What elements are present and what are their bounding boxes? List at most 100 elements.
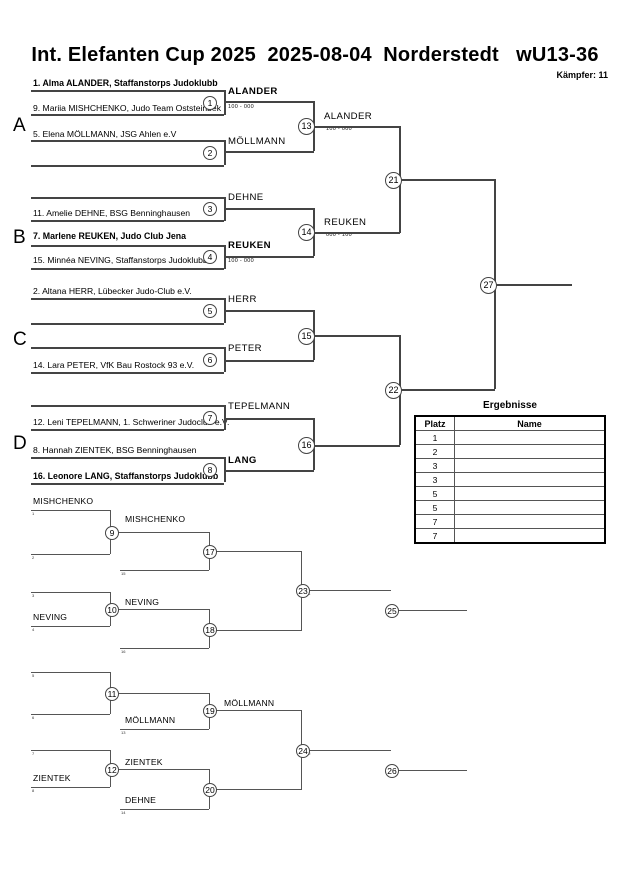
- entrant-rule: [31, 165, 224, 167]
- match-winner-8: LANG: [228, 455, 257, 466]
- bracket-connector: [224, 457, 226, 482]
- bracket-connector: [224, 310, 314, 312]
- match-node-19[interactable]: 19: [203, 704, 217, 718]
- repechage-feed-number: 3: [32, 593, 35, 598]
- match-winner-2: MÖLLMANN: [228, 136, 286, 147]
- match-node-21[interactable]: 21: [385, 172, 402, 189]
- bracket-connector: [301, 750, 391, 751]
- results-name-cell[interactable]: [454, 472, 606, 487]
- results-place-cell: 3: [414, 458, 455, 473]
- match-node-6[interactable]: 6: [203, 353, 217, 367]
- bracket-connector: [224, 151, 314, 153]
- match-node-23[interactable]: 23: [296, 584, 310, 598]
- repechage-feed-number: 6: [32, 715, 35, 720]
- table-row: 7: [414, 514, 606, 529]
- entrant-name: 7. Marlene REUKEN, Judo Club Jena: [33, 231, 187, 241]
- block-label-d: D: [13, 433, 27, 454]
- entrant-rule: [31, 90, 224, 92]
- match-node-16[interactable]: 16: [298, 437, 315, 454]
- bracket-connector: [224, 256, 314, 258]
- results-name-cell[interactable]: [454, 528, 606, 544]
- repechage-feed-label: MÖLLMANN: [125, 715, 176, 725]
- match-node-12[interactable]: 12: [105, 763, 119, 777]
- bracket-connector: [110, 609, 209, 610]
- bracket-connector: [224, 405, 226, 430]
- entrant-rule: [31, 483, 224, 485]
- bracket-connector: [399, 389, 495, 391]
- match-node-14[interactable]: 14: [298, 224, 315, 241]
- repechage-feed-number: 14: [121, 810, 126, 815]
- results-name-cell[interactable]: [454, 444, 606, 459]
- match-node-18[interactable]: 18: [203, 623, 217, 637]
- results-name-cell[interactable]: [454, 458, 606, 473]
- match-node-3[interactable]: 3: [203, 202, 217, 216]
- results-place-cell: 3: [414, 472, 455, 487]
- results-place-cell: 7: [414, 514, 455, 529]
- bracket-connector: [31, 626, 110, 627]
- bracket-connector: [31, 787, 110, 788]
- entrant-name: 14. Lara PETER, VfK Bau Rostock 93 e.V.: [33, 360, 195, 370]
- match-node-17[interactable]: 17: [203, 545, 217, 559]
- match-node-10[interactable]: 10: [105, 603, 119, 617]
- bracket-connector: [120, 809, 209, 810]
- repechage-feed-number: 5: [32, 673, 35, 678]
- repechage-feed-number: 8: [32, 788, 35, 793]
- page-title: Int. Elefanten Cup 2025 2025-08-04 Norde…: [31, 44, 599, 66]
- table-row: 3: [414, 472, 606, 487]
- table-row: 3: [414, 458, 606, 473]
- match-node-1[interactable]: 1: [203, 96, 217, 110]
- match-node-27[interactable]: 27: [480, 277, 497, 294]
- match-node-5[interactable]: 5: [203, 304, 217, 318]
- match-winner-1: ALANDER: [228, 86, 278, 97]
- repechage-feed-number: 4: [32, 627, 35, 632]
- match-node-2[interactable]: 2: [203, 146, 217, 160]
- repechage-feed-label: ZIENTEK: [33, 773, 71, 783]
- match-winner-5: HERR: [228, 294, 257, 305]
- results-name-cell[interactable]: [454, 514, 606, 529]
- results-col-place: Platz: [414, 415, 455, 431]
- match-winner-9: MISHCHENKO: [125, 514, 186, 524]
- match-node-24[interactable]: 24: [296, 744, 310, 758]
- match-node-22[interactable]: 22: [385, 382, 402, 399]
- match-node-9[interactable]: 9: [105, 526, 119, 540]
- repechage-feed-number: 7: [32, 751, 35, 756]
- entrant-rule: [31, 347, 224, 349]
- match-node-15[interactable]: 15: [298, 328, 315, 345]
- match-node-4[interactable]: 4: [203, 250, 217, 264]
- results-name-cell[interactable]: [454, 430, 606, 445]
- repechage-feed-number: 16: [121, 649, 126, 654]
- results-name-cell[interactable]: [454, 486, 606, 501]
- match-node-11[interactable]: 11: [105, 687, 119, 701]
- match-node-7[interactable]: 7: [203, 411, 217, 425]
- match-node-13[interactable]: 13: [298, 118, 315, 135]
- results-place-cell: 1: [414, 430, 455, 445]
- bracket-connector: [209, 630, 302, 631]
- repechage-feed-number: 13: [121, 730, 126, 735]
- table-row: 5: [414, 500, 606, 515]
- match-node-8[interactable]: 8: [203, 463, 217, 477]
- match-node-25[interactable]: 25: [385, 604, 399, 618]
- table-row: 2: [414, 444, 606, 459]
- match-node-26[interactable]: 26: [385, 764, 399, 778]
- bracket-connector: [209, 710, 302, 711]
- repechage-feed-number: 2: [32, 555, 35, 560]
- repechage-feed-number: 1: [32, 511, 35, 516]
- table-row: 7: [414, 528, 606, 544]
- entrant-name: 9. Mariia MISHCHENKO, Judo Team Oststein…: [33, 103, 222, 113]
- bracket-connector: [31, 672, 110, 673]
- entrant-rule: [31, 372, 224, 374]
- results-place-cell: 2: [414, 444, 455, 459]
- entrant-name: 11. Amelie DEHNE, BSG Benninghausen: [33, 208, 191, 218]
- entrant-rule: [31, 457, 224, 459]
- entrant-name: 12. Leni TEPELMANN, 1. Schweriner Judocl…: [33, 417, 230, 427]
- entrant-rule: [31, 220, 224, 222]
- match-node-20[interactable]: 20: [203, 783, 217, 797]
- bracket-connector: [110, 769, 209, 770]
- results-name-cell[interactable]: [454, 500, 606, 515]
- results-place-cell: 5: [414, 486, 455, 501]
- match-score-1: 100 - 000: [228, 104, 254, 110]
- bracket-connector: [31, 510, 110, 511]
- match-winner-10: NEVING: [125, 597, 160, 607]
- results-title: Ergebnisse: [483, 400, 537, 411]
